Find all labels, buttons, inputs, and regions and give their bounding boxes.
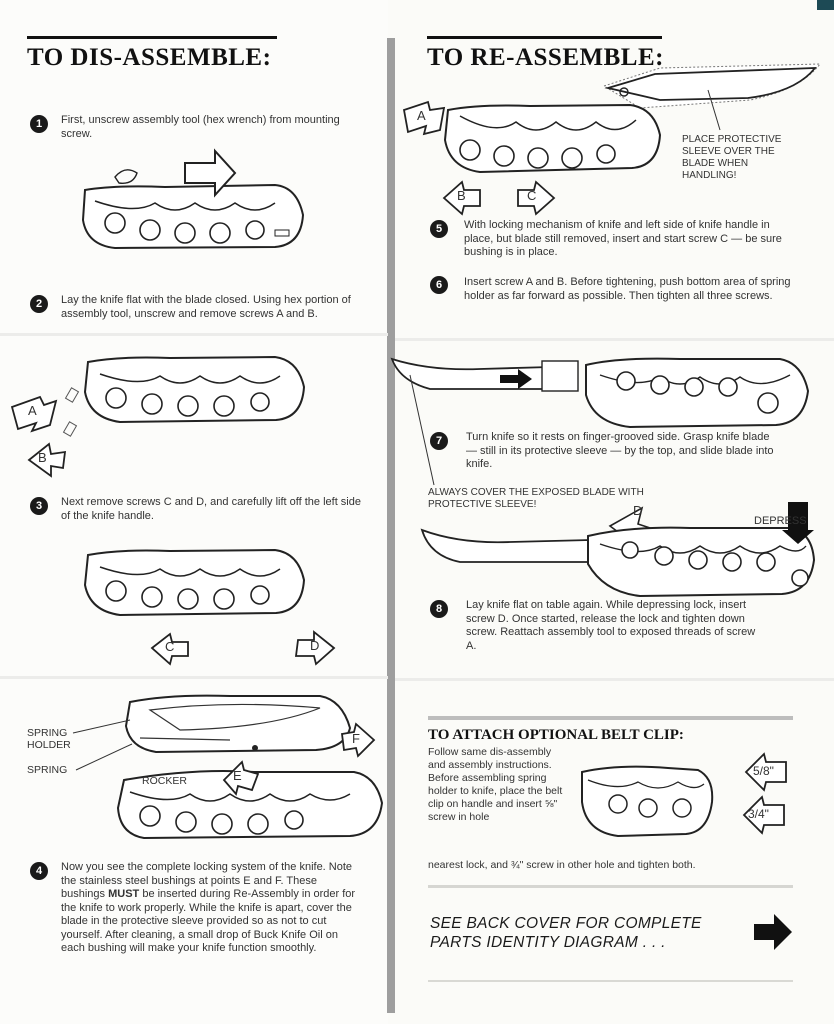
- label-b-right: B: [457, 188, 466, 203]
- belt-clip-text-wrapped: Follow same dis-assembly and assembly in…: [428, 746, 563, 823]
- arrow-f: [340, 722, 376, 758]
- arrow-five-eighths: [744, 752, 787, 792]
- arrow-d: [294, 630, 336, 666]
- see-back-rule: [428, 980, 793, 982]
- right-section-break-1: [395, 338, 834, 341]
- arrow-c-right: [517, 180, 556, 216]
- step-1-text: First, unscrew assembly tool (hex wrench…: [61, 114, 340, 140]
- center-divider: [387, 38, 395, 1013]
- depress-label: DEPRESS: [754, 515, 807, 527]
- label-a-right: A: [417, 108, 426, 123]
- knife-closed-illustration-1: [81, 148, 305, 250]
- step-5-text: With locking mechanism of knife and left…: [464, 219, 782, 258]
- step-3-text: Next remove screws C and D, and carefull…: [61, 496, 361, 522]
- label-rocker: ROCKER: [142, 775, 187, 787]
- label-spring: SPRING: [27, 764, 68, 776]
- step-4-text-before: Now you see the complete locking system …: [61, 861, 353, 900]
- size-five-eighths: 5/8": [753, 764, 774, 778]
- knife-handle-illustration: [443, 103, 662, 174]
- arrow-c: [150, 632, 189, 666]
- arrow-b-right: [442, 180, 481, 216]
- step-8-text: Lay knife flat on table again. While dep…: [466, 599, 756, 652]
- step-1-number: 1: [30, 115, 48, 133]
- belt-clip-top-rule: [428, 716, 793, 720]
- screw-ab-icon: [62, 387, 80, 437]
- label-d-left: D: [310, 638, 320, 653]
- arrow-a-right: [402, 100, 446, 136]
- arrow-right-icon: [754, 914, 792, 950]
- step-2-text: Lay the knife flat with the blade closed…: [61, 294, 351, 320]
- belt-clip-handle-illustration: [581, 765, 714, 838]
- step-6-number: 6: [430, 276, 448, 294]
- step-3-number: 3: [30, 497, 48, 515]
- step-7-text: Turn knife so it rests on finger-grooved…: [466, 431, 774, 470]
- label-f: F: [352, 731, 360, 746]
- step-7-number: 7: [430, 432, 448, 450]
- left-section-break-2: [0, 676, 388, 679]
- belt-clip-bottom-rule: [428, 885, 793, 888]
- knife-locking-system-illustration: [116, 694, 384, 840]
- arrow-e: [222, 760, 260, 796]
- step-5-number: 5: [430, 220, 448, 238]
- right-title-bar: [427, 36, 662, 39]
- label-e: E: [233, 768, 242, 783]
- knife-closed-illustration-2: [83, 355, 306, 424]
- cover-note: ALWAYS COVER THE EXPOSED BLADE WITH PROT…: [428, 487, 644, 510]
- knife-lock-depress-illustration: [420, 502, 816, 598]
- label-d-right: D: [633, 503, 643, 518]
- see-back-cover-note: SEE BACK COVER FOR COMPLETE PARTS IDENTI…: [430, 915, 702, 951]
- label-b-left: B: [38, 450, 47, 465]
- right-section-break-2: [395, 678, 834, 681]
- step-6-text: Insert screw A and B. Before tightening,…: [464, 276, 791, 302]
- step-8-number: 8: [430, 600, 448, 618]
- blade-insertion-illustration: [390, 357, 810, 486]
- label-spring-holder: SPRING HOLDER: [27, 727, 71, 751]
- arrow-three-quarters: [742, 795, 785, 835]
- label-c-right: C: [527, 188, 537, 203]
- label-c-left: C: [165, 639, 175, 654]
- reassemble-title: TO RE-ASSEMBLE:: [427, 44, 664, 71]
- step-4-text-bold: MUST: [108, 888, 140, 900]
- belt-clip-title: TO ATTACH OPTIONAL BELT CLIP:: [428, 727, 684, 743]
- left-section-break-1: [0, 333, 388, 336]
- sleeve-note: PLACE PROTECTIVE SLEEVE OVER THE BLADE W…: [682, 134, 782, 181]
- step-4-number: 4: [30, 862, 48, 880]
- step-4-text: Now you see the complete locking system …: [61, 861, 361, 956]
- belt-clip-text-full: nearest lock, and ¾" screw in other hole…: [428, 859, 696, 871]
- knife-closed-illustration-3: [83, 548, 306, 617]
- step-2-number: 2: [30, 295, 48, 313]
- size-three-quarters: 3/4": [748, 807, 769, 821]
- step-4-text-after: be inserted during Re-Assembly in order …: [61, 888, 356, 954]
- label-a-left: A: [28, 403, 37, 418]
- blade-in-sleeve-illustration: [602, 63, 822, 131]
- corner-mark: [817, 0, 834, 10]
- disassemble-title: TO DIS-ASSEMBLE:: [27, 44, 272, 71]
- arrow-a: [10, 395, 58, 433]
- arrow-b: [27, 442, 67, 478]
- left-title-bar: [27, 36, 277, 39]
